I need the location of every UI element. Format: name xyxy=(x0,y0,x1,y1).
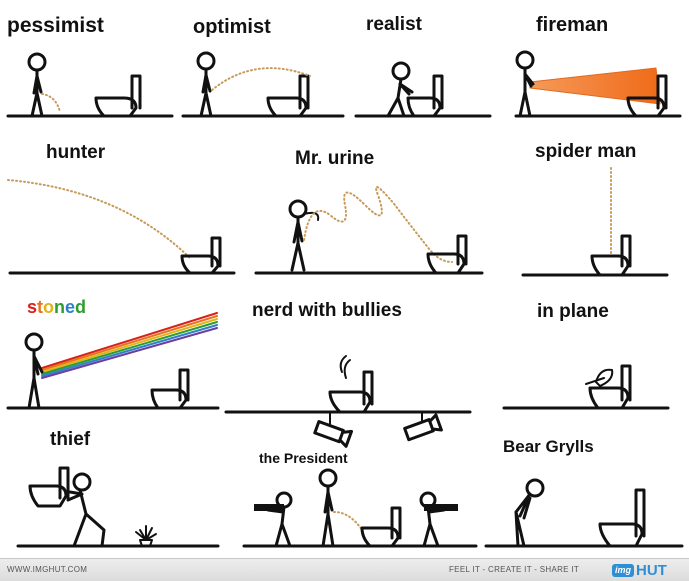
panel-label-the-president: the President xyxy=(259,450,348,466)
panel-label-bear-grylls: Bear Grylls xyxy=(503,437,594,456)
thief-drawing xyxy=(16,466,220,548)
panel-label-hunter: hunter xyxy=(46,142,106,163)
stoned-letter: o xyxy=(43,297,55,317)
spider-man-drawing xyxy=(521,167,669,277)
panel-label-spider-man: spider man xyxy=(535,141,637,162)
panel-label-nerd-with-bullies: nerd with bullies xyxy=(252,300,402,321)
hunter-drawing xyxy=(7,179,236,275)
stoned-letter: d xyxy=(75,297,87,317)
in-plane-drawing xyxy=(502,364,670,410)
footer-site-link[interactable]: WWW.IMGHUT.COM xyxy=(7,565,88,574)
panel-label-stoned: stoned xyxy=(27,298,86,316)
the-president-drawing xyxy=(242,468,478,548)
panel-label-optimist: optimist xyxy=(193,16,271,38)
imghut-logo-hut: HUT xyxy=(636,561,667,579)
imghut-logo-img: img xyxy=(612,563,635,577)
nerd-with-bullies-drawing xyxy=(224,355,472,448)
optimist-drawing xyxy=(181,51,345,118)
stoned-letter: n xyxy=(54,297,66,317)
comic-stage: pessimist optimist realist fireman hunte… xyxy=(6,14,684,548)
fireman-drawing xyxy=(514,50,682,118)
stoned-drawing xyxy=(6,312,220,410)
imghut-logo[interactable]: img HUT xyxy=(612,561,667,579)
stoned-letter: t xyxy=(37,297,44,317)
comic-drawings xyxy=(6,50,684,548)
footer-tagline: FEEL IT - CREATE IT - SHARE IT xyxy=(449,565,580,574)
panel-label-pessimist: pessimist xyxy=(7,14,104,37)
panel-label-in-plane: in plane xyxy=(537,301,609,322)
realist-drawing xyxy=(354,61,492,118)
stoned-letter: e xyxy=(65,297,76,317)
stoned-letter: s xyxy=(27,297,38,317)
panel-label-thief: thief xyxy=(50,429,91,450)
panel-label-fireman: fireman xyxy=(536,14,609,36)
panel-label-mr-urine: Mr. urine xyxy=(295,148,375,169)
footer-bar: WWW.IMGHUT.COM FEEL IT - CREATE IT - SHA… xyxy=(0,558,689,581)
mr-urine-drawing xyxy=(254,186,484,275)
pessimist-drawing xyxy=(6,52,174,118)
bear-grylls-drawing xyxy=(484,478,684,548)
panel-label-realist: realist xyxy=(366,14,422,35)
